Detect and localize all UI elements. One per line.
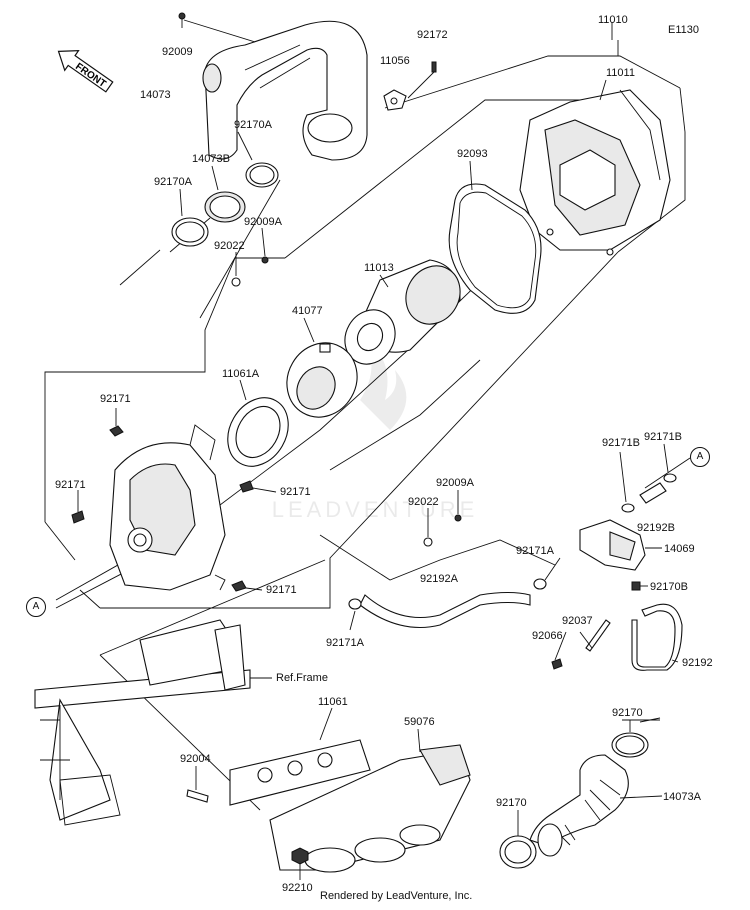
filter-element-11013 bbox=[344, 259, 461, 365]
label-41077: 41077 bbox=[292, 305, 323, 317]
bolt-92009-icon bbox=[178, 12, 186, 20]
label-92009A-right: 92009A bbox=[436, 477, 474, 489]
label-92004: 92004 bbox=[180, 753, 211, 765]
clamp-92171A-upper-icon bbox=[533, 578, 547, 590]
clamp-92171B-lower-icon bbox=[621, 503, 635, 513]
callout-a-right: A bbox=[690, 447, 710, 467]
label-14073: 14073 bbox=[140, 89, 171, 101]
front-arrow-icon: FRONT bbox=[57, 50, 114, 93]
label-92093: 92093 bbox=[457, 148, 488, 160]
clamp-92170A-lower bbox=[171, 217, 209, 247]
tube-92192B bbox=[639, 482, 667, 504]
label-11010: 11010 bbox=[598, 14, 628, 26]
bolt-92009A-icon bbox=[261, 256, 269, 264]
clip-92171-d-icon bbox=[231, 580, 247, 592]
bracket-11056 bbox=[383, 89, 407, 111]
label-92172: 92172 bbox=[417, 29, 448, 41]
label-11056: 11056 bbox=[380, 55, 410, 67]
clip-92171-a-icon bbox=[109, 425, 124, 437]
label-92171A-b: 92171A bbox=[326, 637, 364, 649]
gasket-11061 bbox=[229, 739, 371, 806]
label-92170-a: 92170 bbox=[612, 707, 643, 719]
label-92009-top: 92009 bbox=[162, 46, 193, 58]
label-92171B-a: 92171B bbox=[644, 431, 682, 443]
label-92171B-b: 92171B bbox=[602, 437, 640, 449]
assembly-guide-lines bbox=[44, 40, 686, 811]
label-92210: 92210 bbox=[282, 882, 313, 894]
air-cleaner-case-lower bbox=[109, 424, 226, 591]
label-leaders bbox=[179, 22, 679, 799]
label-11011: 11011 bbox=[606, 67, 635, 79]
stud-92004-icon bbox=[186, 789, 209, 803]
clip-92066-icon bbox=[551, 658, 563, 670]
label-92022-right: 92022 bbox=[408, 496, 439, 508]
intake-manifold-59076 bbox=[269, 744, 471, 873]
label-92171-d: 92171 bbox=[266, 584, 297, 596]
label-59076: 59076 bbox=[404, 716, 435, 728]
label-92171-b: 92171 bbox=[55, 479, 86, 491]
washer-92022-icon bbox=[231, 277, 241, 287]
clip-92171-c-icon bbox=[239, 480, 254, 493]
label-92170B: 92170B bbox=[650, 581, 688, 593]
label-92022-mid: 92022 bbox=[214, 240, 245, 252]
frame-section bbox=[34, 619, 251, 826]
drain-hose-92192 bbox=[631, 603, 683, 671]
nut-92210-icon bbox=[291, 847, 309, 865]
breather-14069 bbox=[579, 519, 646, 571]
callout-a-left: A bbox=[26, 597, 46, 617]
credit-text: Rendered by LeadVenture, Inc. bbox=[320, 890, 473, 902]
label-92170A-top: 92170A bbox=[234, 119, 272, 131]
label-92037: 92037 bbox=[562, 615, 593, 627]
label-92171A-a: 92171A bbox=[516, 545, 554, 557]
bolt-92009A-right-icon bbox=[454, 514, 462, 522]
air-cleaner-case-11011 bbox=[519, 89, 671, 256]
label-14073B: 14073B bbox=[192, 153, 230, 165]
label-92192: 92192 bbox=[682, 657, 713, 669]
watermark-text: LEADVENTURE bbox=[272, 497, 479, 522]
clip-92170B-icon bbox=[631, 581, 641, 591]
ref-frame-label: Ref.Frame bbox=[276, 672, 328, 684]
holder-41077 bbox=[286, 342, 358, 418]
label-92009A-mid: 92009A bbox=[244, 216, 282, 228]
label-14073A: 14073A bbox=[663, 791, 701, 803]
clamp-92171A-lower-icon bbox=[348, 598, 362, 610]
label-92192B: 92192B bbox=[637, 522, 675, 534]
label-92192A: 92192A bbox=[420, 573, 458, 585]
intake-duct-14073 bbox=[202, 20, 368, 161]
clamp-92170-lower bbox=[499, 835, 537, 869]
diagram-code: E1130 bbox=[668, 24, 699, 36]
gasket-11061A bbox=[227, 397, 289, 467]
seal-92093 bbox=[448, 183, 542, 314]
clamp-92170A-upper bbox=[245, 162, 279, 188]
screw-92172-icon bbox=[431, 61, 437, 73]
label-92171-c: 92171 bbox=[280, 486, 311, 498]
clip-92171-b-icon bbox=[71, 510, 85, 524]
clamp-92170-upper bbox=[611, 732, 649, 758]
label-92171-a: 92171 bbox=[100, 393, 131, 405]
label-92170-b: 92170 bbox=[496, 797, 527, 809]
label-14069: 14069 bbox=[664, 543, 695, 555]
label-11013: 11013 bbox=[364, 262, 394, 274]
boot-14073B bbox=[204, 191, 246, 223]
label-92170A-left: 92170A bbox=[154, 176, 192, 188]
clamp-92171B-upper-icon bbox=[663, 473, 677, 483]
washer-92022-right-icon bbox=[423, 537, 433, 547]
label-92066: 92066 bbox=[532, 630, 563, 642]
intake-duct-14073A bbox=[529, 754, 629, 857]
hose-92192A bbox=[359, 591, 531, 628]
label-11061: 11061 bbox=[318, 696, 348, 708]
tube-92037 bbox=[585, 619, 611, 652]
label-11061A: 11061A bbox=[222, 368, 260, 380]
